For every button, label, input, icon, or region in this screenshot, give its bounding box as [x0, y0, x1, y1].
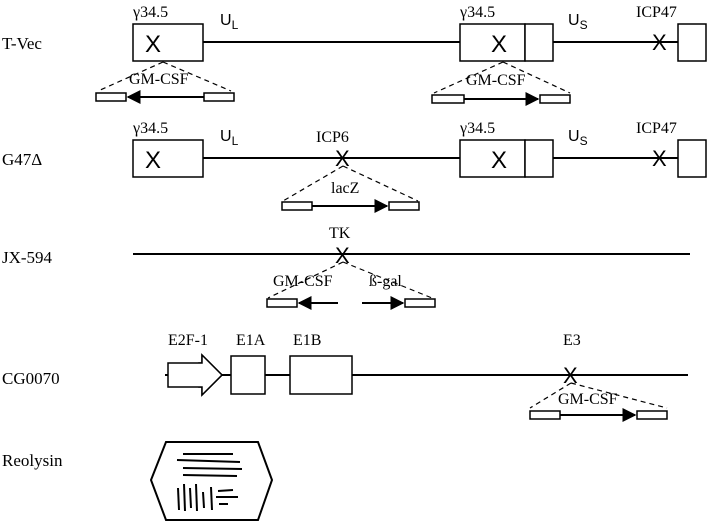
- cg0070-insert-flank-b: [636, 410, 668, 420]
- g47-ul-label: UL: [220, 128, 239, 148]
- g47-us-main: U: [568, 128, 580, 145]
- g47-insert-dash-b: [342, 165, 419, 202]
- cg0070-insert-flank-a: [529, 410, 561, 420]
- g47-deletion-right: X: [491, 147, 507, 174]
- g47-icp6-label: ICP6: [316, 129, 349, 146]
- cg0070-insert-dash-b: [570, 382, 668, 409]
- reolysin-segment: [210, 486, 213, 511]
- reolysin-segments: [176, 453, 243, 512]
- cg0070-e1a-label: E1A: [236, 332, 266, 349]
- g47-insert-dash-a: [282, 165, 344, 202]
- tvec-ul-label: UL: [220, 12, 239, 32]
- reolysin-segment: [189, 487, 192, 509]
- cg0070-e1b-box: [289, 355, 353, 395]
- tvec-us-sub: S: [580, 18, 588, 32]
- row-cg0070: CG0070 E2F-1 E1A E1B E3 X GM-CSF: [2, 332, 688, 422]
- g47-icp47-box: [677, 139, 707, 178]
- tvec-us-main: U: [568, 12, 580, 29]
- g47-insert-flank-b: [388, 201, 420, 211]
- tvec-icp47-label: ICP47: [636, 4, 677, 21]
- tvec-gamma-right-label: γ34.5: [459, 4, 495, 21]
- tvec-insert-right-label: GM-CSF: [466, 72, 526, 89]
- jx594-insert-dash-a: [267, 261, 344, 299]
- tvec-insert-left-label: GM-CSF: [129, 71, 189, 88]
- g47-icp6-deletion: X: [335, 146, 350, 171]
- cg0070-insert-label: GM-CSF: [558, 391, 618, 408]
- tvec-ul-sub: L: [232, 18, 239, 32]
- jx594-insert-left-flank: [266, 298, 298, 308]
- g47-insert-label: lacZ: [331, 180, 359, 197]
- cg0070-e2f1-label: E2F-1: [168, 332, 208, 349]
- row-reolysin: Reolysin: [2, 441, 274, 521]
- row-tvec: T-Vec X γ34.5 UL X γ34.5 US ICP47 X GM-C…: [2, 4, 707, 106]
- tvec-icp47-deletion: X: [652, 30, 667, 55]
- g47-deletion-left: X: [145, 147, 161, 174]
- cg0070-e1a-box: [230, 355, 266, 395]
- tvec-deletion-left: X: [145, 31, 161, 58]
- tvec-insert-left-flank-b: [203, 92, 235, 102]
- reolysin-segment: [177, 487, 180, 511]
- g47-icp47-deletion: X: [652, 146, 667, 171]
- row-label-g47: G47Δ: [2, 150, 42, 169]
- jx594-tk-label: TK: [329, 225, 351, 242]
- g47-insert-flank-a: [281, 201, 313, 211]
- tvec-gamma-right-segment: [524, 23, 554, 62]
- g47-icp47-label: ICP47: [636, 120, 677, 137]
- g47-us-sub: S: [580, 134, 588, 148]
- reolysin-segment: [182, 467, 243, 470]
- reolysin-segment: [182, 474, 238, 477]
- tvec-insert-right-dash-b: [502, 61, 571, 94]
- row-label-jx594: JX-594: [2, 248, 53, 267]
- row-jx594: JX-594 TK X GM-CSF ß-gal: [2, 225, 690, 310]
- tvec-gamma-left-box: [132, 23, 204, 62]
- tvec-insert-left-flank-a: [95, 92, 127, 102]
- reolysin-hexagon: [149, 441, 274, 521]
- g47-ul-main: U: [220, 128, 232, 145]
- row-g47: G47Δ X γ34.5 UL ICP6 X X γ34.5 US ICP47 …: [2, 120, 707, 213]
- g47-us-label: US: [568, 128, 588, 148]
- tvec-us-label: US: [568, 12, 588, 32]
- reolysin-segment: [176, 459, 241, 463]
- g47-gamma-right-segment: [524, 139, 554, 178]
- reolysin-segment: [195, 483, 198, 512]
- reolysin-segment: [183, 483, 186, 512]
- tvec-insert-right-dash-a: [433, 61, 504, 94]
- tvec-insert-left-dash-b: [162, 61, 232, 92]
- g47-gamma-left-label: γ34.5: [132, 120, 168, 137]
- g47-ul-sub: L: [232, 134, 239, 148]
- cg0070-e1b-label: E1B: [293, 332, 321, 349]
- jx594-insert-dash-b: [342, 261, 433, 299]
- jx594-tk-deletion: X: [335, 243, 350, 268]
- row-label-reolysin: Reolysin: [2, 451, 63, 470]
- tvec-ul-main: U: [220, 12, 232, 29]
- cg0070-e3-label: E3: [563, 332, 581, 349]
- tvec-insert-right-flank-b: [539, 94, 571, 104]
- cg0070-insert-dash-a: [529, 382, 572, 409]
- tvec-deletion-right: X: [491, 31, 507, 58]
- cg0070-e2f1-arrow: [167, 353, 224, 397]
- tvec-insert-left-dash-a: [97, 61, 164, 92]
- jx594-insert-left-label: GM-CSF: [273, 273, 333, 290]
- jx594-insert-right-label: ß-gal: [369, 273, 402, 290]
- tvec-icp47-box: [677, 23, 707, 62]
- tvec-gamma-left-label: γ34.5: [132, 4, 168, 21]
- reolysin-segment: [217, 489, 234, 492]
- jx594-insert-right-flank: [404, 298, 436, 308]
- row-label-tvec: T-Vec: [2, 34, 42, 53]
- reolysin-segment: [202, 491, 205, 509]
- g47-gamma-right-label: γ34.5: [459, 120, 495, 137]
- g47-gamma-left-box: [132, 139, 204, 178]
- cg0070-e3-deletion: X: [563, 363, 578, 388]
- tvec-insert-right-flank-a: [431, 94, 465, 104]
- row-label-cg0070: CG0070: [2, 369, 60, 388]
